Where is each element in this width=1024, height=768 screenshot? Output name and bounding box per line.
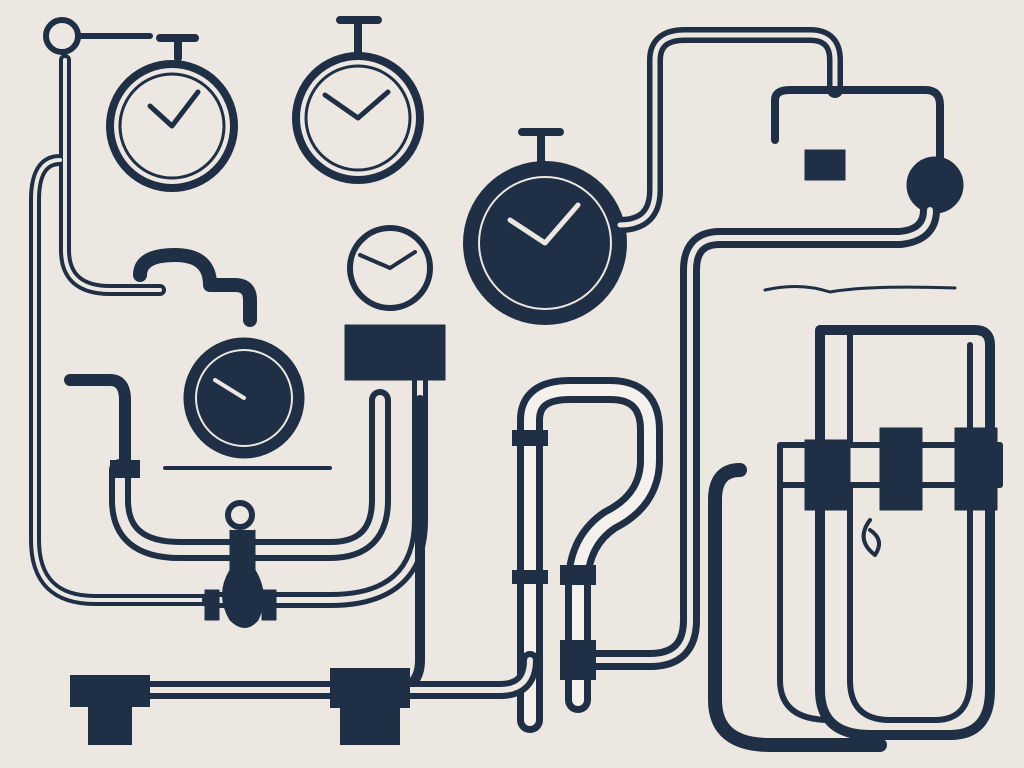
stopwatch-icon xyxy=(463,128,627,325)
top-right-pipe xyxy=(580,27,964,670)
left-pipe-highlight xyxy=(33,58,212,602)
clock-icon xyxy=(106,34,238,192)
small-gauge-icon xyxy=(344,225,446,381)
pressure-gauge-icon xyxy=(133,248,332,470)
s-pipe xyxy=(131,377,663,733)
right-pipe-bundle xyxy=(708,325,1003,752)
pipe-valve-icon xyxy=(204,500,277,628)
stopwatch-icon xyxy=(292,16,424,184)
knob xyxy=(43,17,153,55)
pipe-couplers xyxy=(70,430,596,745)
